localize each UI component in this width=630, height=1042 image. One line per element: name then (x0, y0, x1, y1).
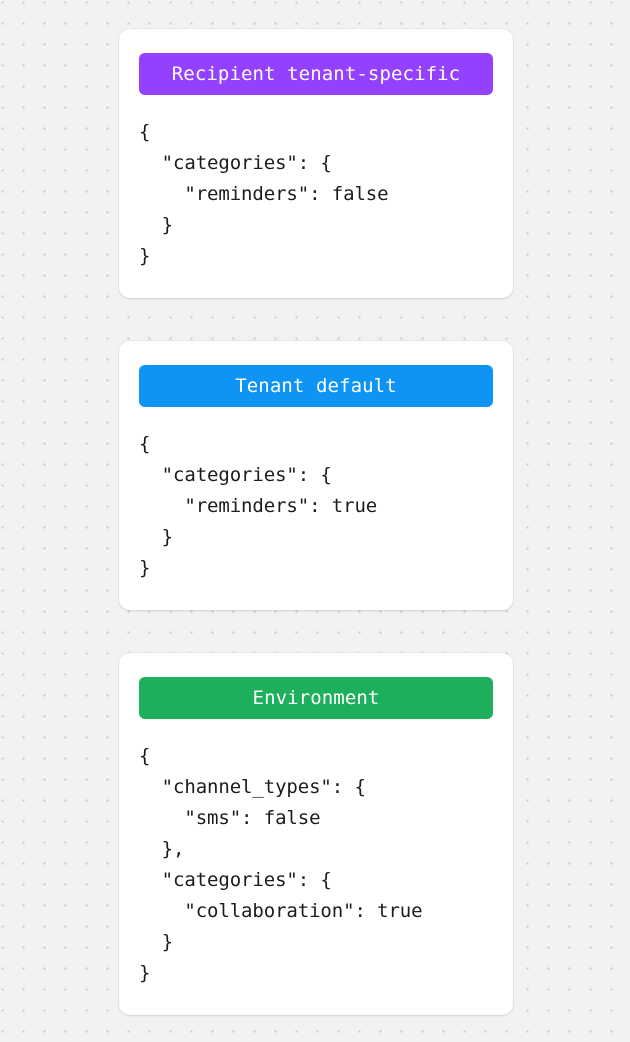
card-code-block-environment: { "channel_types": { "sms": false }, "ca… (139, 745, 423, 984)
card-environment: Environment { "channel_types": { "sms": … (119, 653, 513, 1015)
card-title-badge-environment: Environment (139, 677, 493, 719)
card-title-badge-tenant-default: Tenant default (139, 365, 493, 407)
card-code-block-tenant-default: { "categories": { "reminders": true } } (139, 433, 378, 579)
card-recipient-tenant-specific: Recipient tenant-specific { "categories"… (119, 29, 513, 298)
card-title-badge-recipient-tenant-specific: Recipient tenant-specific (139, 53, 493, 95)
card-tenant-default: Tenant default { "categories": { "remind… (119, 341, 513, 610)
preference-override-card-stack: Recipient tenant-specific { "categories"… (119, 29, 513, 1015)
card-code-block-recipient-tenant-specific: { "categories": { "reminders": false } } (139, 121, 389, 267)
